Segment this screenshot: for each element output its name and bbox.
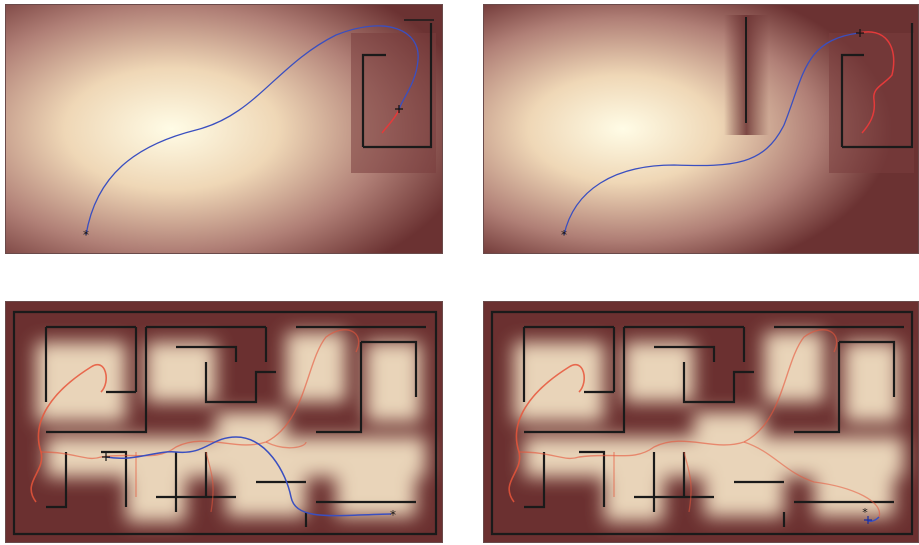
distance-field-map: *	[6, 5, 442, 253]
start-marker: *	[83, 228, 89, 242]
distance-field-map: *	[6, 302, 442, 542]
start-marker: *	[862, 506, 868, 519]
distance-field-map: *	[484, 302, 918, 542]
panel-top-right: *	[483, 4, 919, 254]
start-marker: *	[561, 228, 567, 242]
panel-bottom-left: *	[5, 301, 443, 543]
start-marker: *	[390, 508, 396, 522]
distance-field-map: *	[484, 5, 918, 253]
panel-bottom-right: *	[483, 301, 919, 543]
panel-top-left: *	[5, 4, 443, 254]
